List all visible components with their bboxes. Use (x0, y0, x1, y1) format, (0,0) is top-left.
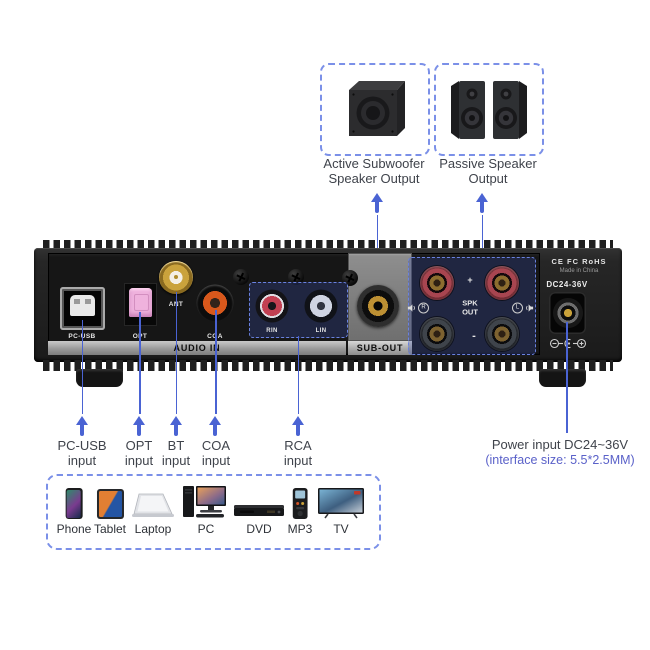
coa-port-label: COA (207, 333, 223, 340)
device-dvd: DVD (234, 481, 284, 536)
dvd-icon (234, 481, 284, 519)
audio-in-label: AUDIO IN (173, 343, 221, 353)
arrow-up-icon (169, 416, 183, 436)
power-input-label: Power input DC24~36V (interface size: 5.… (485, 437, 635, 467)
subwoofer-output-box (320, 63, 430, 156)
device-pc: PC (183, 481, 229, 536)
line-pcusb (81, 320, 83, 414)
screw-icon (288, 269, 304, 285)
screw-icon (233, 269, 249, 285)
power-size-note: (interface size: 5.5*2.5MM) (485, 453, 635, 467)
arrow-up-icon (132, 416, 146, 436)
antenna-connector (159, 261, 193, 294)
line-dc (566, 322, 568, 433)
dc-voltage-label: DC24-36V (546, 280, 588, 289)
binding-post-black (420, 317, 454, 351)
subout-strip: SUB-OUT (348, 341, 412, 355)
spk-plus-label: + (467, 275, 473, 285)
passive-output-label: Passive Speaker Output (439, 156, 537, 186)
arrow-up-icon (475, 193, 489, 213)
device-phone: Phone (57, 481, 91, 536)
dc-jack (549, 292, 586, 334)
cert-marks: CE FC RoHS (551, 257, 607, 266)
binding-post-black (485, 317, 519, 351)
line-bt (175, 292, 177, 414)
line-rca (297, 336, 299, 414)
mp3-icon (292, 481, 308, 519)
binding-post-red (485, 266, 519, 300)
speaker-icon (407, 304, 415, 312)
laptop-icon (130, 481, 176, 519)
line-coa (215, 310, 217, 414)
speaker-icon (526, 304, 534, 312)
rin-label: RIN (266, 328, 278, 334)
device-laptop: Laptop (130, 481, 176, 536)
tv-icon (318, 481, 364, 519)
usb-b-port (60, 287, 105, 330)
heatsink-fins-top (43, 240, 613, 250)
arrow-up-icon (208, 416, 222, 436)
arrow-up-icon (75, 416, 89, 436)
subout-connector (357, 285, 399, 327)
polarity-icon (549, 337, 587, 355)
bookshelf-speakers-icon (451, 80, 527, 139)
made-in-label: Made in China (559, 268, 599, 274)
subout-label: SUB-OUT (356, 343, 404, 353)
amp-foot-left (76, 369, 123, 387)
optical-port (124, 283, 157, 326)
device-tv: TV (318, 481, 364, 536)
rin-connector (255, 289, 289, 323)
binding-post-red (420, 266, 454, 300)
audio-in-strip: AUDIO IN (48, 341, 346, 355)
subwoofer-icon (349, 80, 405, 136)
device-mp3: MP3 (288, 481, 312, 536)
arrow-up-icon (291, 416, 305, 436)
tablet-icon (96, 481, 124, 519)
amp-foot-right (539, 369, 586, 387)
subwoofer-output-label: Active Subwoofer Speaker Output (323, 156, 425, 186)
pc-icon (183, 481, 229, 519)
passive-speaker-output-box (434, 63, 544, 156)
right-channel-mark: R (407, 302, 429, 314)
arrow-up-icon (370, 193, 384, 213)
line-spkout (481, 215, 483, 259)
spk-minus-label: - (472, 330, 476, 342)
lin-label: LIN (315, 328, 327, 334)
heatsink-fins-bottom (43, 360, 613, 371)
line-opt (139, 312, 141, 414)
phone-icon (65, 481, 83, 519)
device-tablet: Tablet (94, 481, 126, 536)
left-channel-mark: L (512, 302, 534, 314)
lin-connector (304, 289, 338, 323)
